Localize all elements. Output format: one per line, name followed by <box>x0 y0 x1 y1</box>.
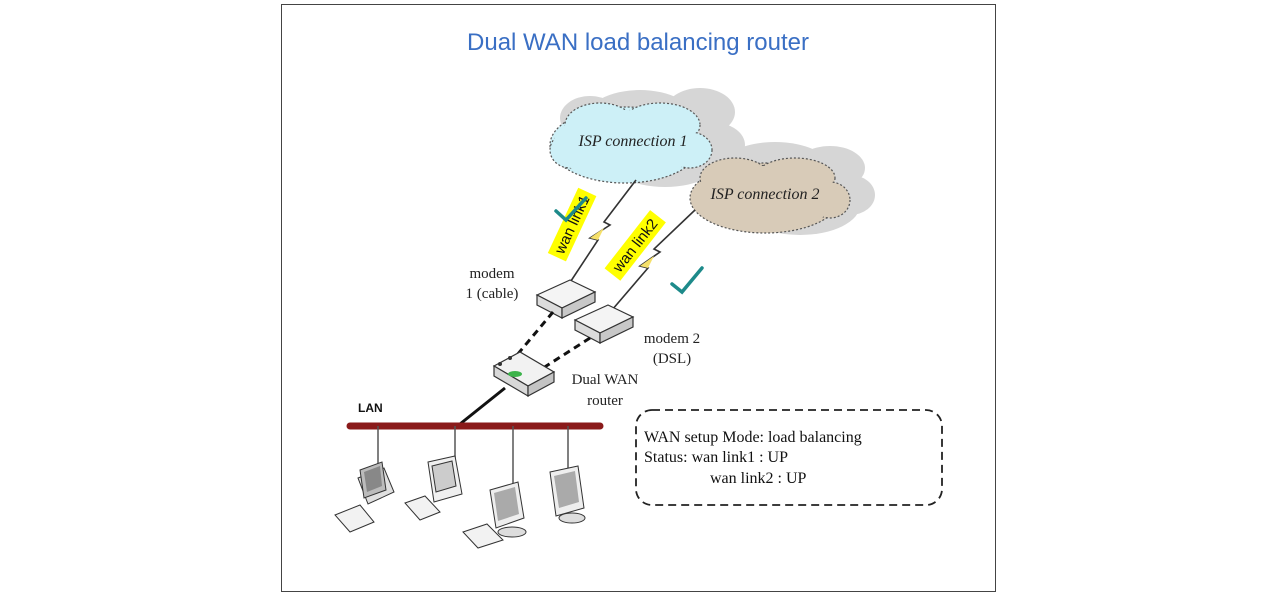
isp-cloud-2: ISP connection 2 <box>689 142 875 235</box>
modem-2-device <box>573 304 635 344</box>
modem-2-label-line1: modem 2 <box>644 331 700 347</box>
modem-1-router-link <box>515 311 555 356</box>
computer-4 <box>549 465 586 524</box>
computer-3 <box>462 481 527 549</box>
status-box <box>635 409 943 506</box>
wan-link-1-label: wan link1 <box>547 187 597 262</box>
diagram-title: Dual WAN load balancing router <box>467 29 809 56</box>
status-link1-line: Status: wan link1 : UP <box>644 449 788 466</box>
svg-text:wan link2: wan link2 <box>609 216 662 277</box>
status-link2-line: wan link2 : UP <box>710 470 807 487</box>
lan-drops <box>377 426 569 490</box>
checkmark-icon-link1 <box>554 196 588 223</box>
router-device <box>492 351 556 398</box>
lan-label: LAN <box>358 401 383 415</box>
wan-link-2-line <box>611 209 696 311</box>
modem-1-device <box>535 279 597 319</box>
router-label-line1: Dual WAN <box>572 372 639 388</box>
modem-1-label-line1: modem <box>470 266 515 282</box>
computer-2 <box>404 455 463 521</box>
modem-2-router-link <box>539 336 591 372</box>
isp-cloud-2-label: ISP connection 2 <box>709 186 819 203</box>
wan-link-1-line <box>564 179 637 291</box>
status-mode-line: WAN setup Mode: load balancing <box>644 429 862 446</box>
computer-1 <box>334 461 395 533</box>
router-lan-link <box>454 386 506 430</box>
checkmark-icon-link2 <box>670 266 704 295</box>
router-label-line2: router <box>587 393 623 409</box>
modem-1-label-line2: 1 (cable) <box>466 286 519 302</box>
isp-cloud-1-label: ISP connection 1 <box>577 133 687 150</box>
modem-2-label-line2: (DSL) <box>653 351 691 367</box>
